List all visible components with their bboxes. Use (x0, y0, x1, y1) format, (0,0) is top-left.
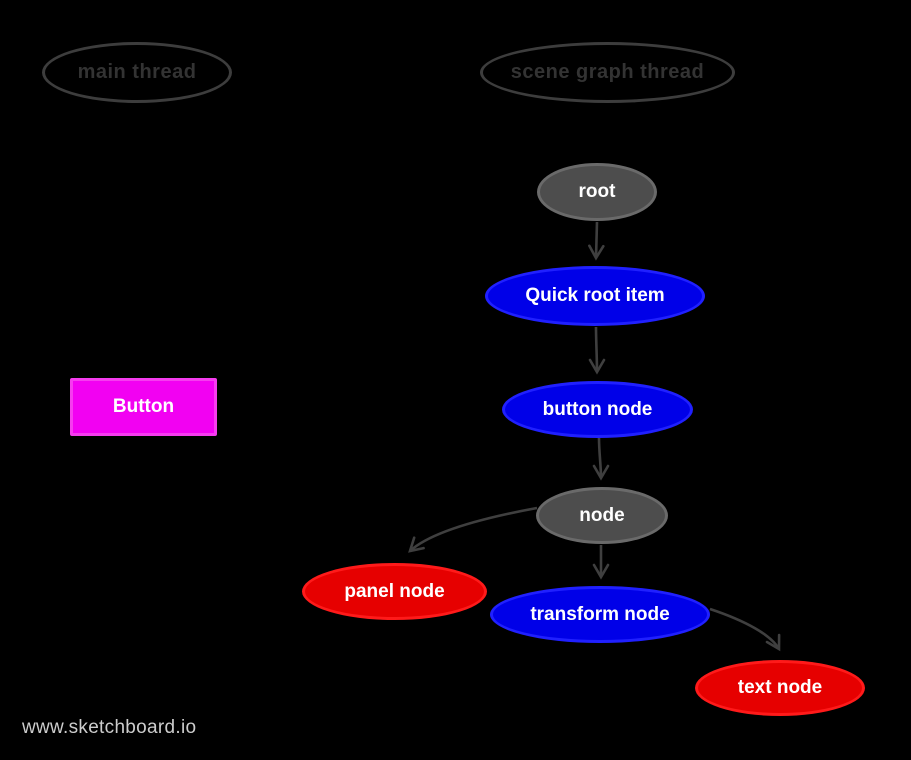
edge-quick-root-item-to-button-node (588, 326, 606, 375)
node-root: root (537, 163, 657, 221)
edge-button-node-to-node (592, 437, 610, 481)
edge-node-to-panel-node (408, 506, 538, 553)
node-button-node-label: button node (542, 398, 653, 420)
node-root-label: root (578, 181, 616, 202)
lane-scene-graph-thread-label: scene graph thread (510, 61, 705, 83)
node-quick-root-item: Quick root item (485, 266, 705, 326)
node-panel-node: panel node (302, 563, 487, 620)
node-button-node: button node (502, 381, 693, 438)
node-panel-node-label: panel node (344, 580, 445, 602)
button-shape: Button (70, 378, 217, 436)
node-text-node: text node (695, 660, 865, 716)
lane-main-thread-label: main thread (77, 61, 197, 83)
edge-root-to-quick-root-item (588, 221, 605, 261)
node-quick-root-item-label: Quick root item (525, 285, 665, 306)
node-transform-node: transform node (490, 586, 710, 643)
lane-ellipse-main-thread: main thread (42, 42, 232, 103)
node-text-node-label: text node (737, 677, 823, 698)
edge-transform-node-to-text-node (709, 607, 781, 652)
watermark: www.sketchboard.io (22, 717, 197, 738)
lane-ellipse-scene-graph-thread: scene graph thread (480, 42, 735, 103)
node-node: node (536, 487, 668, 544)
button-shape-label: Button (112, 396, 175, 417)
node-node-label: node (579, 504, 625, 526)
node-transform-node-label: transform node (530, 603, 670, 625)
